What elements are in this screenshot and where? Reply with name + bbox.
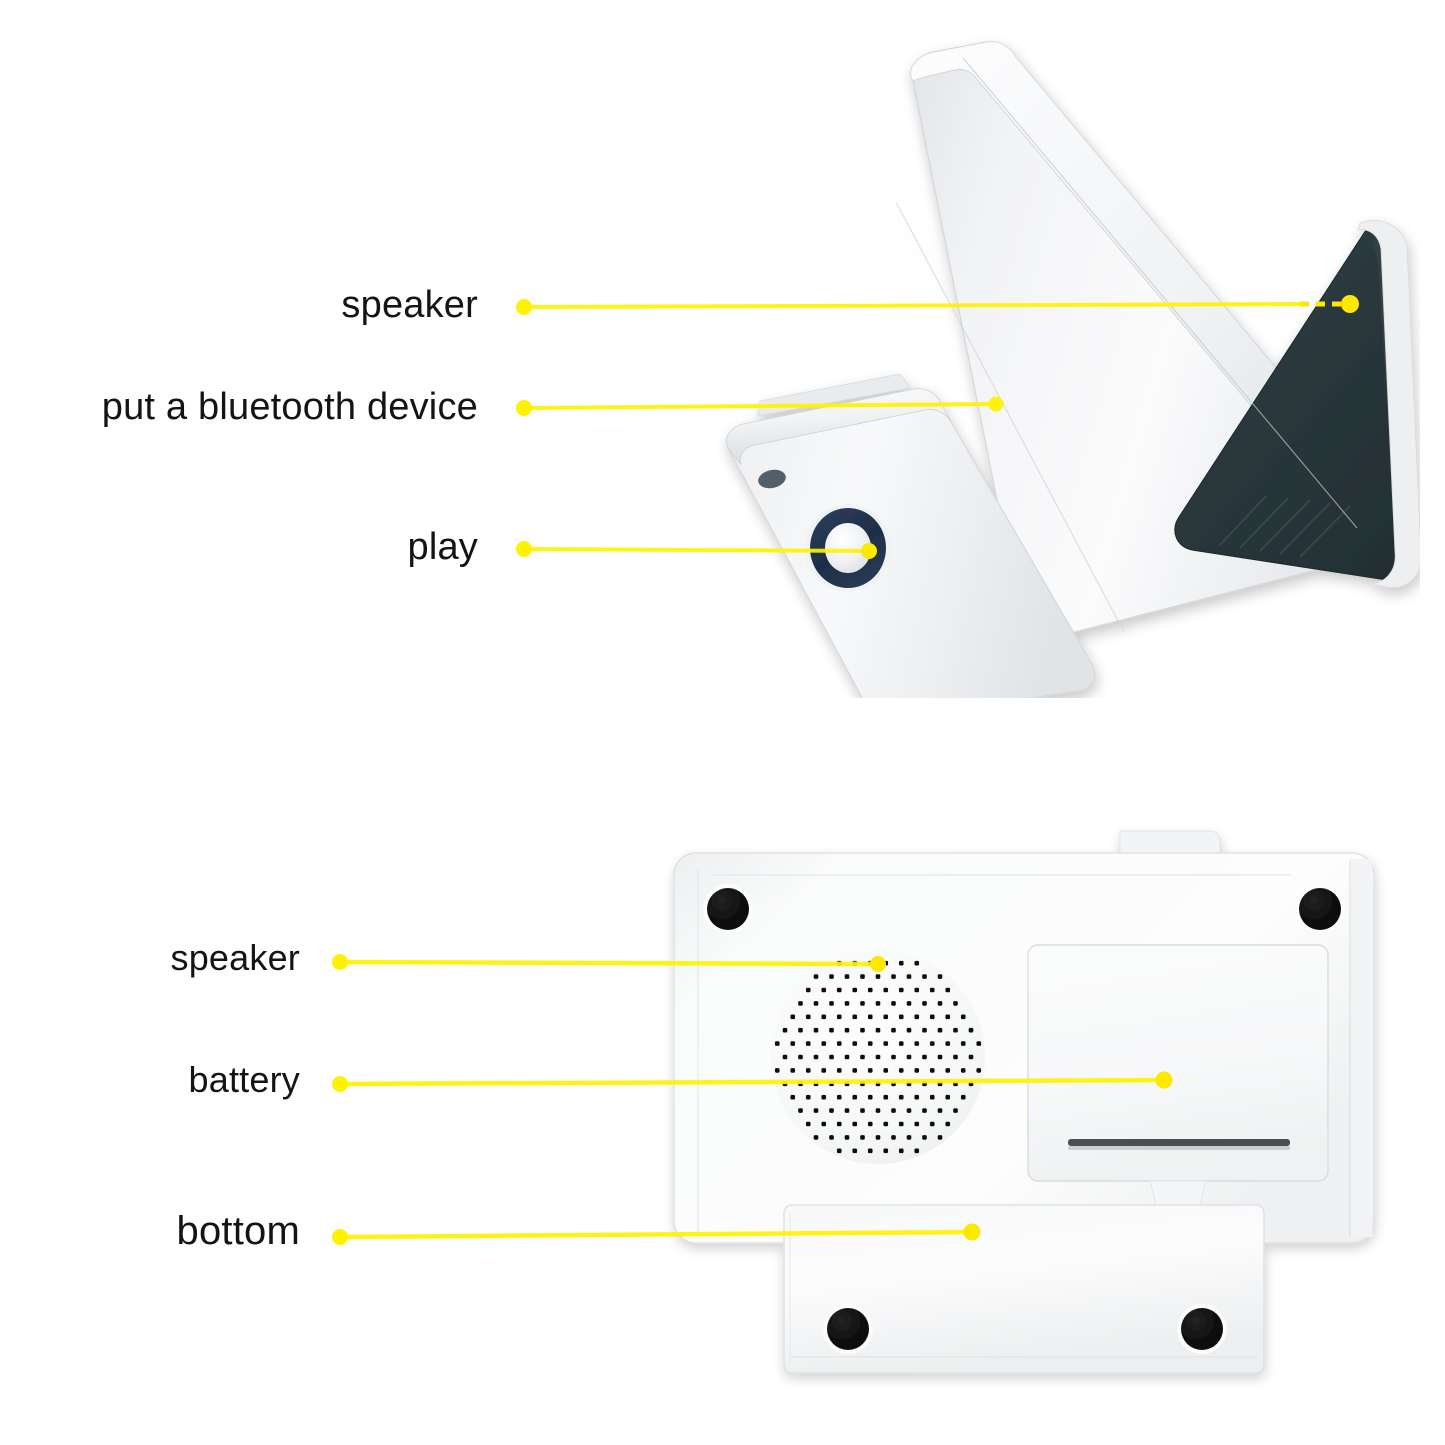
leader-origin-dots-bottom: [332, 954, 348, 1245]
origin-dot-speaker-bottom: [332, 954, 348, 970]
callout-label-bottom: bottom: [176, 1209, 300, 1253]
seam-line-1: [962, 57, 1358, 529]
callout-label-speaker-top: speaker: [341, 284, 478, 326]
callout-label-battery: battery: [188, 1059, 300, 1100]
front-three-quarter-view-panel: speaker put a bluetooth device play: [0, 0, 1445, 729]
callout-label-speaker-bottom: speaker: [170, 937, 300, 978]
leader-origin-dots: [516, 299, 532, 557]
device-underside-illustration: [650, 817, 1440, 1387]
rubber-feet-group: [703, 884, 1345, 1354]
device-body-group: [726, 41, 1422, 729]
underside-view-panel: speaker battery bottom: [0, 722, 1445, 1445]
foot-top-right: [1299, 888, 1341, 930]
origin-dot-battery: [332, 1076, 348, 1092]
dark-panel-texture: [1219, 495, 1351, 558]
callout-label-play: play: [407, 526, 478, 568]
top-hinge-nub: [1119, 830, 1221, 858]
seam-line-2: [895, 201, 1125, 633]
battery-door-slot-shadow: [1068, 1146, 1290, 1150]
folding-stand-flap: [783, 1204, 1265, 1374]
foot-bottom-right: [1181, 1308, 1223, 1350]
foot-left: [758, 469, 786, 489]
right-cap-rim: [1357, 219, 1422, 589]
battery-door-release-slot: [1068, 1139, 1290, 1146]
origin-dot-bluetooth: [516, 400, 532, 416]
callout-label-put-a-bluetooth-device: put a bluetooth device: [101, 386, 478, 428]
device-front-three-quarter-illustration: [700, 18, 1422, 729]
speaker-grille-holes: [774, 960, 982, 1154]
underside-body-group: [673, 830, 1375, 1374]
foot-top-left: [707, 888, 749, 930]
play-button-face: [825, 523, 871, 573]
foot-bottom-left: [827, 1308, 869, 1350]
origin-dot-bottom: [332, 1229, 348, 1245]
origin-dot-play: [516, 541, 532, 557]
origin-dot-speaker: [516, 299, 532, 315]
play-button-group: [804, 504, 892, 592]
right-side-wall: [1350, 859, 1374, 1237]
